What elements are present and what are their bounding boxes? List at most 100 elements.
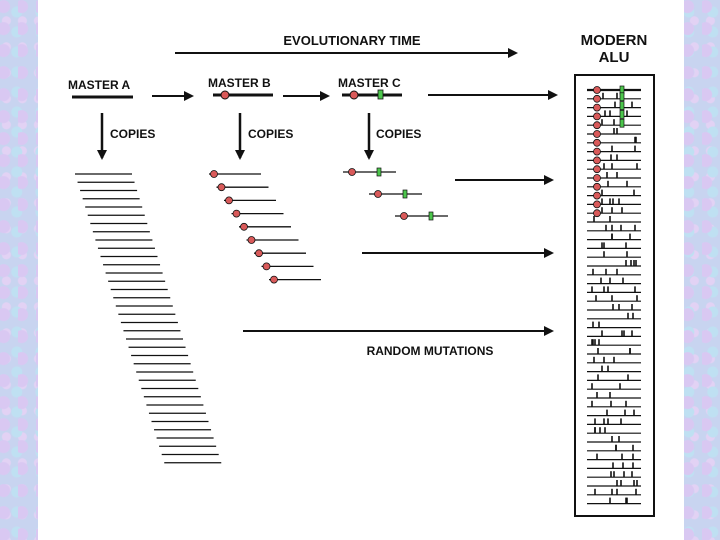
master-b-copy: [246, 236, 299, 244]
red-mutation-marker: [270, 275, 278, 284]
green-mutation-marker: [376, 167, 382, 177]
alu-sequence-row: [587, 118, 641, 130]
master-c-label: MASTER C: [338, 76, 401, 90]
red-mutation-marker: [593, 130, 601, 138]
modern-alu-label-line2: ALU: [599, 49, 630, 66]
red-mutation-marker: [593, 147, 601, 156]
alu-sequence-row: [587, 251, 641, 258]
alu-sequence-row: [587, 400, 641, 408]
green-mutation-marker: [428, 211, 434, 221]
modern-alu-sequences: [587, 85, 641, 505]
alu-sequence-row: [587, 444, 641, 452]
master-a-copies: [75, 173, 222, 464]
random-mutations-label: RANDOM MUTATIONS: [367, 344, 494, 358]
master-c-copy: [369, 189, 422, 199]
alu-sequence-row: [587, 392, 641, 399]
master-c-copy: [395, 211, 448, 221]
alu-sequence-row: [587, 295, 641, 302]
alu-sequence-row: [587, 374, 641, 381]
alu-sequence-row: [587, 348, 641, 355]
red-mutation-marker: [593, 191, 601, 200]
red-mutation-marker: [593, 94, 601, 103]
alu-sequence-row: [587, 365, 641, 373]
alu-sequence-row: [587, 427, 641, 434]
master-a-label: MASTER A: [68, 78, 131, 92]
alu-sequence-row: [587, 418, 641, 425]
alu-sequence-row: [587, 85, 641, 95]
red-mutation-marker: [593, 165, 601, 174]
alu-sequence-row: [587, 330, 641, 337]
red-mutation-marker: [255, 249, 263, 258]
red-mutation-marker: [593, 86, 601, 94]
alu-sequence-row: [587, 480, 641, 487]
alu-sequence-row: [587, 268, 641, 276]
master-b-copy: [254, 249, 306, 258]
alu-sequence-row: [587, 312, 641, 320]
alu-sequence-row: [587, 180, 641, 191]
master-c-line: [342, 89, 402, 100]
alu-sequence-row: [587, 277, 641, 285]
alu-sequence-row: [587, 321, 641, 329]
red-mutation-marker: [262, 262, 271, 271]
red-mutation-marker: [593, 182, 601, 191]
alu-sequence-row: [587, 110, 641, 121]
master-b-copies: [209, 170, 321, 284]
alu-sequence-row: [587, 163, 641, 174]
green-mutation-marker: [619, 101, 625, 110]
alu-sequence-row: [587, 356, 641, 364]
master-b-copy: [216, 183, 269, 192]
diagram-panel: EVOLUTIONARY TIME MODERN ALU MASTER A MA…: [38, 0, 684, 540]
red-mutation-marker: [593, 112, 601, 121]
red-mutation-marker: [217, 183, 226, 192]
red-mutation-marker: [400, 212, 408, 220]
alu-sequence-row: [587, 304, 641, 311]
master-b-copy: [209, 170, 261, 178]
alu-sequence-row: [587, 462, 641, 469]
red-mutation-marker: [593, 209, 601, 218]
green-mutation-marker: [619, 118, 625, 128]
red-mutation-marker: [593, 174, 601, 182]
alu-sequence-row: [587, 497, 641, 505]
alu-sequence-row: [587, 488, 641, 496]
green-mutation-marker: [402, 189, 408, 199]
alu-sequence-row: [587, 172, 641, 182]
alu-sequence-row: [587, 101, 641, 112]
master-b-copy: [224, 196, 276, 205]
red-mutation-marker: [593, 121, 601, 130]
red-mutation-marker: [348, 168, 356, 176]
alu-sequence-row: [587, 453, 641, 461]
red-mutation-marker: [210, 170, 218, 178]
alu-sequence-row: [587, 128, 641, 138]
alu-sequence-row: [587, 233, 641, 241]
alu-sequence-row: [587, 189, 641, 200]
red-mutation-marker: [240, 222, 248, 231]
alu-sequence-row: [587, 216, 641, 223]
master-c-copy: [343, 167, 396, 177]
red-mutation-marker: [225, 196, 233, 205]
green-mutation-marker: [619, 92, 625, 102]
alu-sequence-row: [587, 92, 641, 103]
title-label: EVOLUTIONARY TIME: [283, 33, 421, 48]
red-mutation-marker: [593, 138, 601, 147]
alu-sequence-row: [587, 260, 641, 267]
master-b-copy: [269, 275, 321, 284]
alu-sequence-row: [587, 242, 641, 249]
master-b-copy: [231, 209, 284, 218]
red-mutation-marker: [593, 200, 601, 209]
copies-label-c: COPIES: [376, 127, 421, 141]
red-mutation-marker: [232, 209, 241, 218]
red-mutation-marker: [247, 236, 256, 244]
master-b-copy: [261, 262, 314, 271]
master-c-copies: [343, 167, 448, 221]
master-b-line: [213, 90, 273, 100]
alu-sequence-row: [587, 383, 641, 390]
alu-sequence-row: [587, 154, 641, 165]
red-mutation-marker: [593, 103, 601, 112]
red-mutation-marker: [593, 156, 601, 165]
copies-label-b: COPIES: [248, 127, 293, 141]
alu-sequence-row: [587, 224, 641, 232]
alu-sequence-row: [587, 286, 641, 293]
modern-alu-label-line1: MODERN: [581, 32, 648, 49]
modern-alu-box: [574, 74, 655, 517]
green-mutation-marker: [619, 110, 625, 119]
